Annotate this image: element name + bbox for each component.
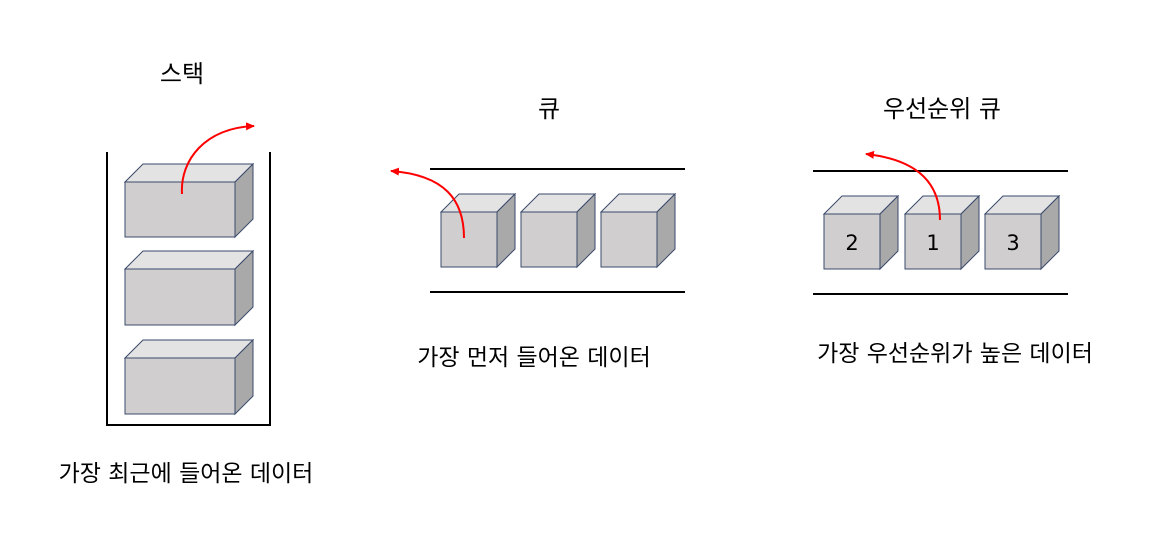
priority-box-label: 3 [1006,231,1019,255]
queue-caption: 가장 먼저 들어온 데이터 [417,345,651,371]
priority-box-label: 2 [845,231,858,255]
priority-queue-title: 우선순위 큐 [883,95,1001,123]
stack-box-bottom [123,338,255,416]
priority-box-label: 1 [926,231,939,255]
stack-caption: 가장 최근에 들어온 데이터 [59,461,314,487]
queue-panel: 큐 가장 먼저 들어온 데이터 [390,95,685,371]
priority-queue-box-2: 1 [903,194,981,271]
priority-queue-dequeue-arrow [865,150,941,221]
stack-title: 스택 [160,60,204,88]
queue-box-2 [519,192,597,269]
queue-title: 큐 [538,95,560,123]
priority-queue-box-1: 2 [822,194,900,271]
queue-box-1 [439,192,517,269]
stack-container [106,152,271,426]
stack-box-top [123,162,255,239]
priority-queue-panel: 우선순위 큐 2 1 3 가장 우선순위가 높은 데이터 [813,95,1093,367]
queue-box-3 [599,192,677,269]
stack-pop-arrow [180,122,255,195]
stack-box-middle [123,249,255,327]
priority-queue-box-3: 3 [983,194,1061,271]
priority-queue-caption: 가장 우선순위가 높은 데이터 [817,341,1093,367]
stack-panel: 스택 가장 최근에 들어온 데이터 [59,60,314,487]
queue-dequeue-arrow [390,167,465,239]
